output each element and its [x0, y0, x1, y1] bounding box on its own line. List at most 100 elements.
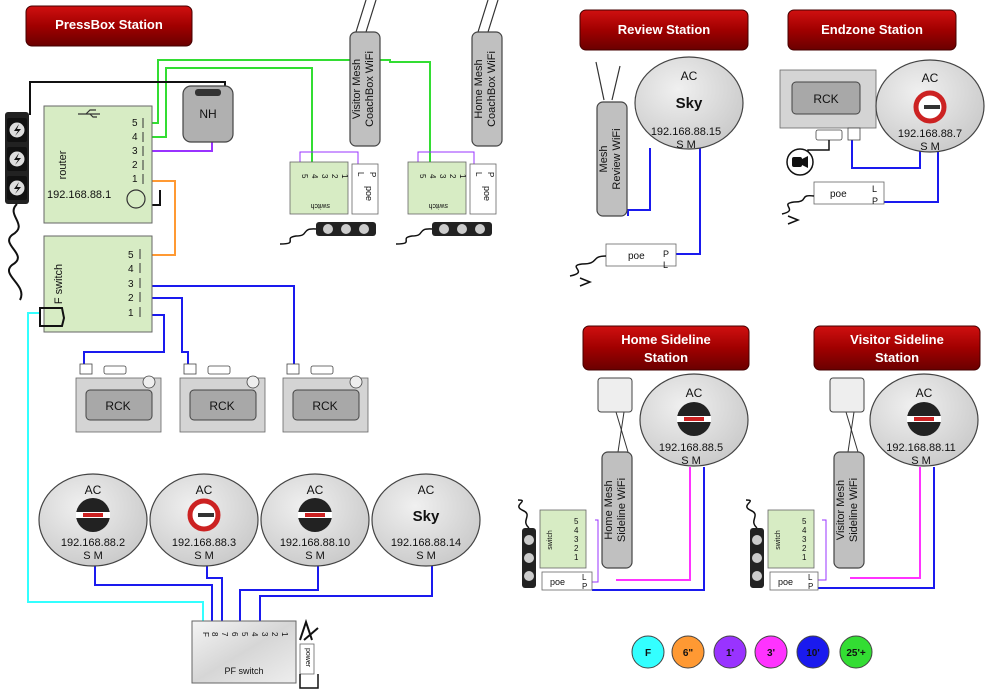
pf-port-f: F [201, 632, 210, 637]
pf-ac-4-label: AC [418, 483, 435, 497]
vs-switch-port-1: 1 [802, 553, 807, 562]
home-sideline-ac-ip: 192.168.88.5 [659, 442, 723, 454]
vs-poe-l: L [808, 573, 813, 582]
cable-legend: F 6" 1' 3' 10' 25'+ [631, 635, 873, 669]
hs-poe-p: P [582, 582, 587, 591]
pf-ac-3-label: AC [307, 483, 324, 497]
hs-switch-port-4: 4 [574, 526, 579, 535]
endzone-ac-ip: 192.168.88.7 [898, 128, 962, 140]
review-poe: poe P L [569, 243, 677, 287]
nh-device: NH [182, 85, 234, 143]
visitor-sideline-mesh-label-1: Visitor Mesh [835, 480, 847, 540]
pf-port-2: 2 [270, 632, 279, 637]
visitor-coachbox-mesh: Visitor Mesh CoachBox WiFi [349, 0, 381, 147]
router-device: router 192.168.88.1 5 4 3 2 1 [43, 105, 153, 224]
router-port-2: 2 [132, 160, 138, 171]
hs-poe-label: poe [550, 577, 565, 587]
visitor-coachbox-mesh-label-1: Visitor Mesh [351, 59, 363, 119]
home-sideline-ap [597, 377, 633, 413]
visitor-coachbox-poe: poe L P [351, 163, 379, 215]
endzone-ac-label: AC [922, 71, 939, 85]
legend-item-6in: 6" [671, 635, 705, 669]
pf-ac-2-sm: S M [194, 550, 214, 562]
vs-switch-port-4: 4 [802, 526, 807, 535]
vs-switch-port-3: 3 [802, 535, 807, 544]
vc-switch-label: switch [310, 202, 330, 209]
visitor-sideline-ac-sm: S M [911, 455, 931, 467]
vc-switch-port-3: 3 [320, 174, 329, 179]
home-sideline-switch: switch 5 4 3 2 1 [539, 509, 587, 569]
pf-ac-1-label: AC [85, 483, 102, 497]
svg-text:6": 6" [683, 648, 694, 659]
f-switch-port-3: 3 [128, 279, 134, 290]
endzone-title: Endzone Station [821, 22, 923, 37]
visitor-sideline-switch: switch 5 4 3 2 1 [767, 509, 815, 569]
hc-switch-port-1: 1 [458, 174, 467, 179]
home-sideline-power [517, 499, 536, 588]
home-sideline-mesh-label-1: Home Mesh [603, 480, 615, 539]
vc-poe-label: poe [364, 186, 374, 201]
pressbox-title-banner: PressBox Station [25, 5, 193, 47]
hs-switch-port-1: 1 [574, 553, 579, 562]
vc-switch-port-5: 5 [300, 174, 309, 179]
review-mesh-label-1: Mesh [598, 146, 610, 173]
hs-poe-l: L [582, 573, 587, 582]
review-poe-p: P [663, 249, 669, 259]
home-sideline-mesh-label-2: Sideline WiFi [616, 478, 628, 542]
visitor-sideline-title-1: Visitor Sideline [850, 332, 944, 347]
pf-power-label: power [304, 648, 311, 668]
svg-text:1': 1' [726, 648, 734, 659]
rck-2: RCK [179, 363, 266, 433]
pf-ac-2: AC 192.168.88.3 S M [149, 473, 259, 567]
legend-item-f: F [631, 635, 665, 669]
visitor-sideline-ap [829, 377, 865, 413]
router-port-3: 3 [132, 146, 138, 157]
endzone-poe-p: P [872, 196, 878, 206]
endzone-ac-sm: S M [920, 141, 940, 153]
rck-1: RCK [75, 363, 162, 433]
endzone-ac: AC 192.168.88.7 S M [875, 59, 985, 153]
home-coachbox-mesh-label-2: CoachBox WiFi [486, 51, 498, 127]
endzone-title-banner: Endzone Station [787, 9, 957, 51]
endzone-rck-label: RCK [813, 92, 838, 106]
hs-switch-label: switch [547, 530, 554, 550]
cables [27, 59, 939, 625]
review-poe-l: L [663, 260, 668, 270]
endzone-poe-l: L [872, 184, 877, 194]
hc-poe-p: P [486, 172, 495, 177]
pf-ac-4-sm: S M [416, 550, 436, 562]
visitor-sideline-power [745, 499, 764, 588]
home-sideline-ac-label: AC [686, 386, 703, 400]
legend-item-1ft: 1' [713, 635, 747, 669]
f-switch-port-1: 1 [128, 308, 134, 319]
vs-switch-port-2: 2 [802, 544, 807, 553]
hc-switch-port-4: 4 [428, 174, 437, 179]
visitor-sideline-mesh: Visitor Mesh Sideline WiFi [833, 451, 865, 569]
svg-text:3': 3' [767, 648, 775, 659]
review-ac-sky: Sky [676, 95, 703, 112]
review-ac: AC Sky 192.168.88.15 S M [634, 56, 744, 151]
f-switch-port-4: 4 [128, 264, 134, 275]
pf-ac-3-sm: S M [305, 550, 325, 562]
visitor-sideline-title-2: Station [875, 350, 919, 365]
visitor-sideline-ac: AC 192.168.88.11 S M [869, 373, 979, 467]
hc-switch-label: switch [428, 202, 448, 209]
pf-port-3: 3 [260, 632, 269, 637]
hc-poe-label: poe [482, 186, 492, 201]
home-sideline-ac: AC 192.168.88.5 S M [639, 373, 749, 467]
router-power-port-icon [126, 189, 146, 209]
review-ac-ip: 192.168.88.15 [651, 126, 721, 138]
visitor-sideline-ac-label: AC [916, 386, 933, 400]
pf-ac-2-label: AC [196, 483, 213, 497]
pf-port-8: 8 [210, 632, 219, 637]
pf-ac-4-ip: 192.168.88.14 [391, 537, 461, 549]
vc-switch-port-2: 2 [330, 174, 339, 179]
vc-poe-p: P [368, 172, 377, 177]
visitor-coachbox-mesh-label-2: CoachBox WiFi [364, 51, 376, 127]
visitor-coachbox-power [279, 222, 376, 245]
rck-2-label: RCK [209, 399, 234, 413]
nh-label: NH [199, 107, 216, 121]
review-ac-label: AC [681, 69, 698, 83]
rck-3-label: RCK [312, 399, 337, 413]
review-ac-sm: S M [676, 139, 696, 151]
